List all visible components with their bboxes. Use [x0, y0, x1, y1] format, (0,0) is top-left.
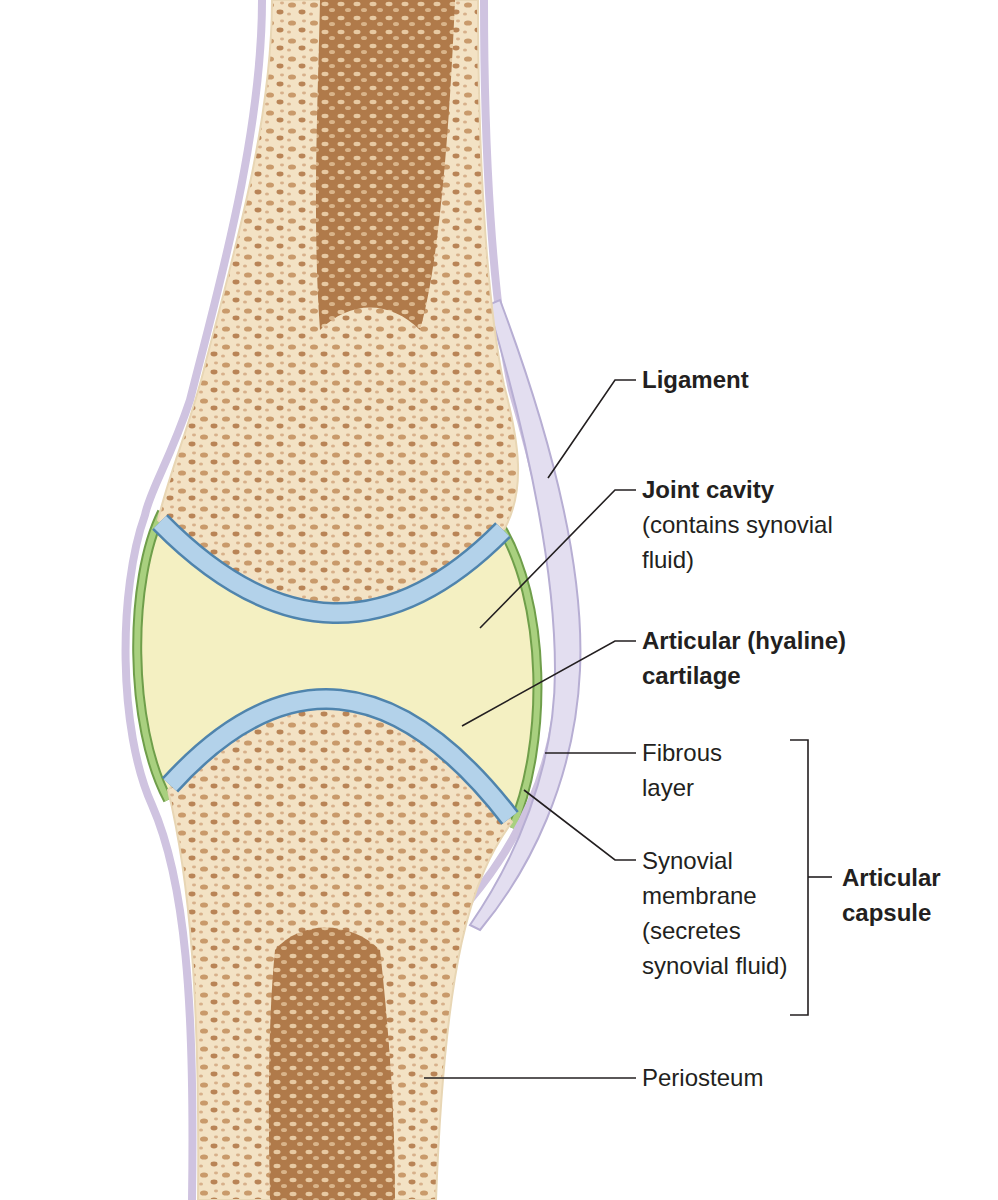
leader-line	[480, 490, 636, 628]
articular-cartilage	[170, 699, 510, 818]
medullary-cavity	[269, 928, 395, 1200]
articular-cartilage	[160, 522, 503, 613]
synovial-membrane	[498, 522, 537, 828]
synovial-membrane	[498, 522, 537, 828]
part-label: Periosteum	[642, 1060, 942, 1095]
part-label: Synovial membrane (secretes synovial flu…	[642, 843, 792, 983]
leader-line	[524, 790, 636, 860]
group-label: Articular capsule	[842, 860, 982, 930]
part-label: Joint cavity	[642, 472, 942, 507]
bracket	[790, 740, 808, 1015]
part-label: Articular (hyaline) cartilage	[642, 623, 932, 693]
part-label: Ligament	[642, 362, 942, 397]
note-label: (contains synovial fluid)	[642, 507, 842, 577]
synovial-membrane	[137, 512, 168, 800]
medullary-cavity	[316, 0, 455, 330]
leader-line	[548, 380, 636, 478]
leader-line	[545, 752, 636, 754]
part-label: Fibrous layer	[642, 735, 762, 805]
leader-line	[424, 1077, 636, 1079]
articular-cartilage	[170, 699, 510, 818]
bracket	[808, 876, 832, 878]
synovial-membrane	[137, 512, 168, 800]
articular-cartilage	[160, 522, 503, 613]
upper-bone	[158, 0, 518, 612]
leader-line	[462, 641, 636, 726]
